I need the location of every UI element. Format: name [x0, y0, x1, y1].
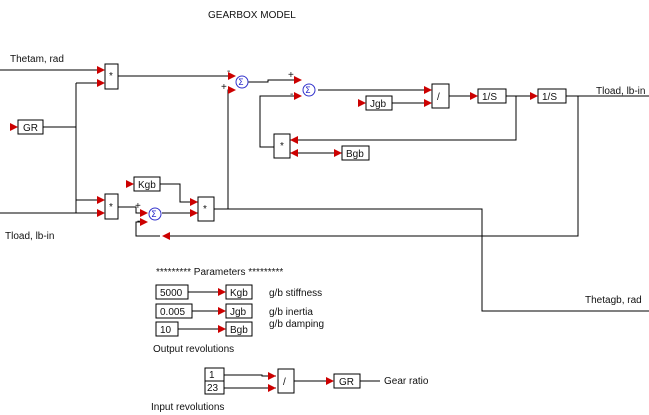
arrow-head [140, 209, 148, 217]
multiply-label: * [109, 202, 113, 213]
kgb-label: Kgb [138, 180, 156, 191]
input-revolutions-value: 23 [207, 383, 219, 394]
sum-junction-1[interactable]: - + Σ [221, 66, 249, 94]
output-revolutions-value: 1 [209, 370, 215, 381]
tload-input-label: Tload, lb-in [5, 231, 54, 242]
parameter-block-label: Jgb [230, 307, 247, 318]
arrow-head [190, 198, 198, 206]
sum-symbol: Σ [305, 86, 311, 96]
parameter-block-label: Bgb [230, 325, 248, 336]
parameter-value: 5000 [160, 288, 183, 299]
integrator-label: 1/S [482, 92, 497, 103]
sum-symbol: Σ [238, 78, 244, 88]
arrow-head [228, 72, 236, 80]
divide-label: / [437, 92, 440, 103]
sum-symbol: Σ [151, 210, 157, 220]
diagram-title: GEARBOX MODEL [208, 10, 296, 21]
jgb-block[interactable]: Jgb [358, 95, 393, 111]
multiply-block-stiffness[interactable]: * [190, 196, 215, 222]
parameter-row-stiffness[interactable]: 5000 Kgb g/b stiffness [155, 284, 322, 300]
arrow-head [530, 92, 538, 100]
arrow-head [97, 209, 105, 217]
divide-block[interactable]: / [424, 83, 450, 109]
tload-output-label: Tload, lb-in [596, 86, 645, 97]
parameter-description: g/b damping [269, 319, 324, 330]
arrow-head [268, 372, 276, 380]
sign-minus: - [137, 216, 140, 227]
gr-block[interactable]: GR [10, 119, 44, 135]
arrow-head [424, 99, 432, 107]
jgb-label: Jgb [370, 99, 387, 110]
sign-plus: + [288, 70, 294, 81]
thetam-input-label: Thetam, rad [10, 54, 64, 65]
arrow-head [294, 92, 302, 100]
sign-plus: + [221, 82, 227, 93]
input-revolutions-label: Input revolutions [151, 402, 224, 413]
arrow-head [424, 86, 432, 94]
sum-junction-3[interactable]: + - Σ [135, 201, 162, 227]
parameters-header: ********* Parameters ********* [156, 267, 283, 278]
arrow-head [126, 180, 134, 188]
arrow-head [358, 99, 366, 107]
arrow-head [190, 209, 198, 217]
gr-input-arrow [10, 123, 18, 131]
arrow-head [97, 79, 105, 87]
arrow-head [97, 196, 105, 204]
output-revolutions-label: Output revolutions [153, 344, 234, 355]
arrow-head [470, 92, 478, 100]
parameter-value: 0.005 [160, 307, 185, 318]
integrator-block-2[interactable]: 1/S [530, 88, 567, 104]
gear-ratio-block-label: GR [339, 377, 354, 388]
multiply-label: * [280, 141, 284, 152]
parameter-description: g/b inertia [269, 307, 313, 318]
sum-junction-2[interactable]: + - Σ [288, 70, 316, 100]
arrow-head [97, 66, 105, 74]
integrator-block-1[interactable]: 1/S [470, 88, 507, 104]
sign-minus: - [227, 66, 230, 77]
multiply-block-damping[interactable]: * [273, 133, 298, 159]
integrator-label: 1/S [542, 92, 557, 103]
arrow-head [290, 136, 298, 144]
multiply-label: * [109, 71, 113, 82]
arrow-head [268, 384, 276, 392]
arrow-head [294, 76, 302, 84]
arrow-head [218, 307, 226, 315]
gear-ratio-label: Gear ratio [384, 376, 429, 387]
gear-ratio-computation[interactable]: 1 23 / GR Gear ratio [204, 367, 429, 395]
multiply-block-top[interactable]: * [97, 63, 119, 90]
sign-minus: - [290, 89, 293, 100]
input-revolutions-value-box[interactable] [204, 380, 225, 395]
sign-plus: + [135, 201, 141, 212]
multiply-block-lower[interactable]: * [97, 193, 119, 220]
parameter-row-inertia[interactable]: 0.005 Jgb g/b inertia [155, 303, 313, 319]
gr-block-label: GR [23, 123, 38, 134]
bgb-label: Bgb [346, 149, 364, 160]
thetagb-output-label: Thetagb, rad [585, 295, 642, 306]
bgb-block[interactable]: Bgb [334, 145, 370, 161]
arrow-head [140, 218, 148, 226]
parameter-block-label: Kgb [230, 288, 248, 299]
arrow-head [290, 149, 298, 157]
signal-wires [0, 69, 649, 389]
kgb-block[interactable]: Kgb [126, 176, 161, 192]
arrow-head [326, 377, 334, 385]
multiply-label: * [203, 204, 207, 215]
parameter-value: 10 [160, 325, 172, 336]
arrow-head [334, 149, 342, 157]
divide-label: / [283, 377, 286, 388]
arrow-head [218, 288, 226, 296]
arrow-head [218, 325, 226, 333]
parameter-row-damping[interactable]: 10 Bgb g/b damping [155, 319, 324, 337]
parameter-description: g/b stiffness [269, 288, 322, 299]
arrow-head [228, 86, 236, 94]
feedback-arrow [162, 232, 170, 240]
